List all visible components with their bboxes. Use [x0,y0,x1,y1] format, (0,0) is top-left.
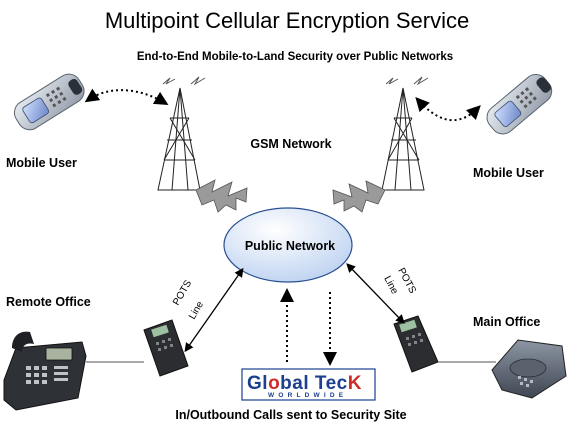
encryption-device-left-icon [143,319,189,377]
gsm-network-label: GSM Network [250,137,331,151]
wireless-link-left [84,88,169,106]
security-site-caption: In/Outbound Calls sent to Security Site [175,408,406,422]
signal-bolt-left-icon [195,179,248,213]
desk-phone-icon [3,331,87,411]
diagram-title: Multipoint Cellular Encryption Service [105,8,469,33]
mobile-user-right-label: Mobile User [473,166,544,180]
mobile-user-left-label: Mobile User [6,156,77,170]
cell-tower-right-icon [381,76,429,191]
global-teck-logo: Global TecK WORLDWIDE [241,368,376,401]
logo-text-part1: Gl [247,373,268,394]
mobile-phone-left-icon [13,73,85,131]
remote-office-label: Remote Office [6,295,91,309]
logo-text-part2: bal Tec [280,373,348,394]
conference-phone-icon [491,339,567,399]
wireless-link-right [415,97,481,122]
encryption-device-right-icon [393,315,439,373]
mobile-phone-right-icon [486,74,553,135]
line-right-label: Line [381,274,400,296]
pots-line-right-arrow [346,263,405,324]
pots-left-label: POTS [171,278,194,307]
public-network-cloud [223,207,353,283]
logo-worldwide: WORLDWIDE [268,392,347,399]
signal-bolt-right-icon [332,180,386,213]
public-network-label: Public Network [245,239,335,253]
cell-tower-left-icon [157,76,206,191]
diagram-subtitle: End-to-End Mobile-to-Land Security over … [137,51,453,63]
svg-text:Global TecK: Global TecK [247,373,362,394]
line-left-label: Line [187,299,206,321]
main-office-label: Main Office [473,315,540,329]
pots-line-left-arrow [184,267,244,353]
logo-text-part3: K [348,373,362,394]
